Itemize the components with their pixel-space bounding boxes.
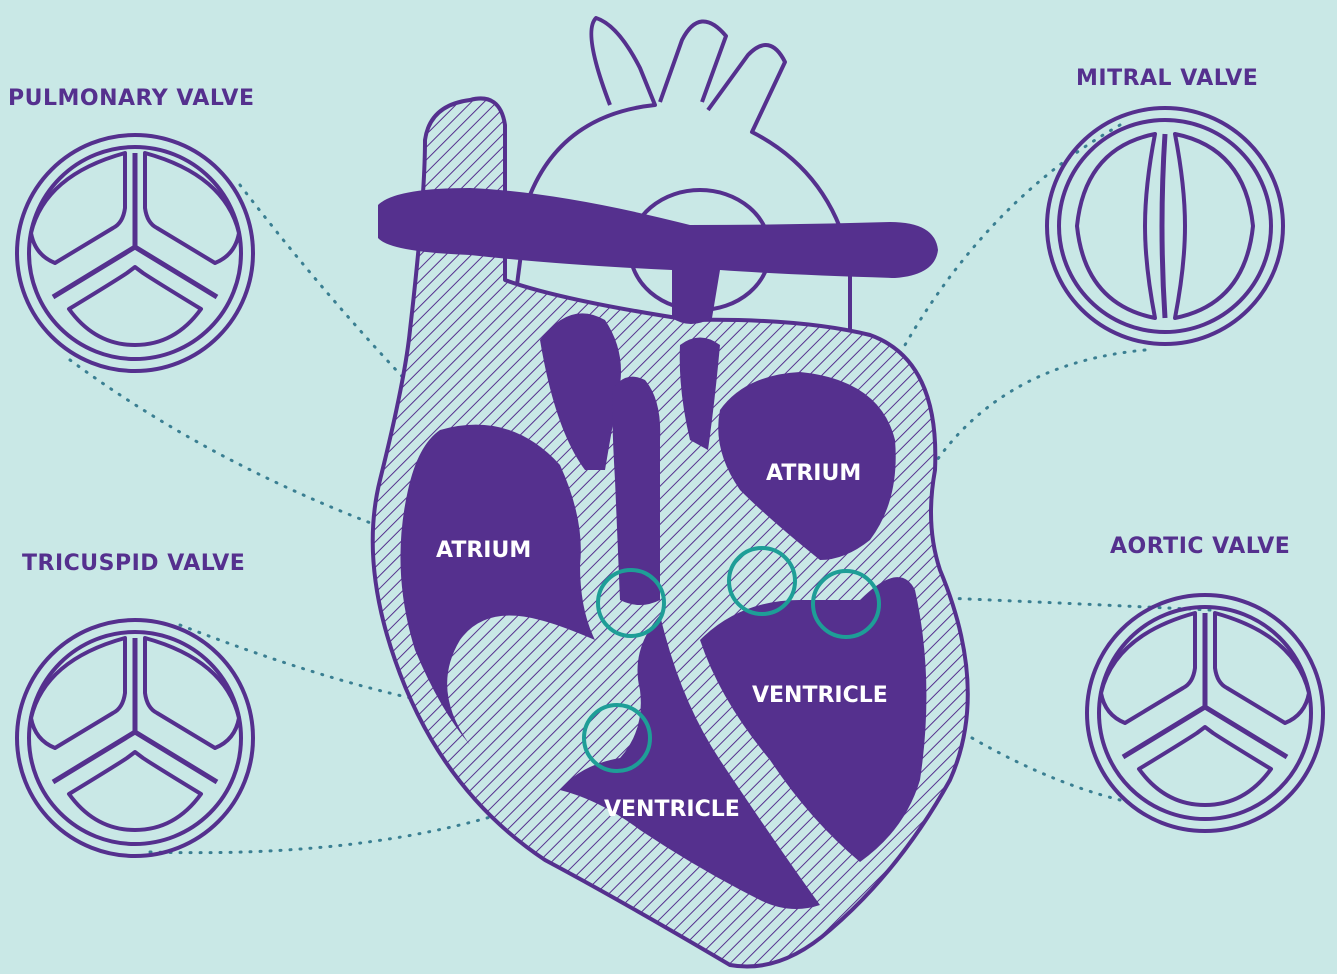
- left-atrium-label: ATRIUM: [766, 461, 861, 486]
- pulmonary-valve-icon: [17, 135, 253, 371]
- aortic-valve-label: AORTIC VALVE: [1110, 534, 1290, 559]
- right-ventricle-label: VENTRICLE: [604, 797, 740, 822]
- tricuspid-valve-label: TRICUSPID VALVE: [22, 551, 245, 576]
- right-atrium-label: ATRIUM: [436, 538, 531, 563]
- mitral-valve-icon: [1047, 108, 1283, 344]
- left-ventricle-label: VENTRICLE: [752, 683, 888, 708]
- mitral-valve-label: MITRAL VALVE: [1076, 66, 1258, 91]
- aortic-valve-icon: [1087, 595, 1323, 831]
- pulmonary-valve-label: PULMONARY VALVE: [8, 86, 254, 111]
- tricuspid-valve-icon: [17, 620, 253, 856]
